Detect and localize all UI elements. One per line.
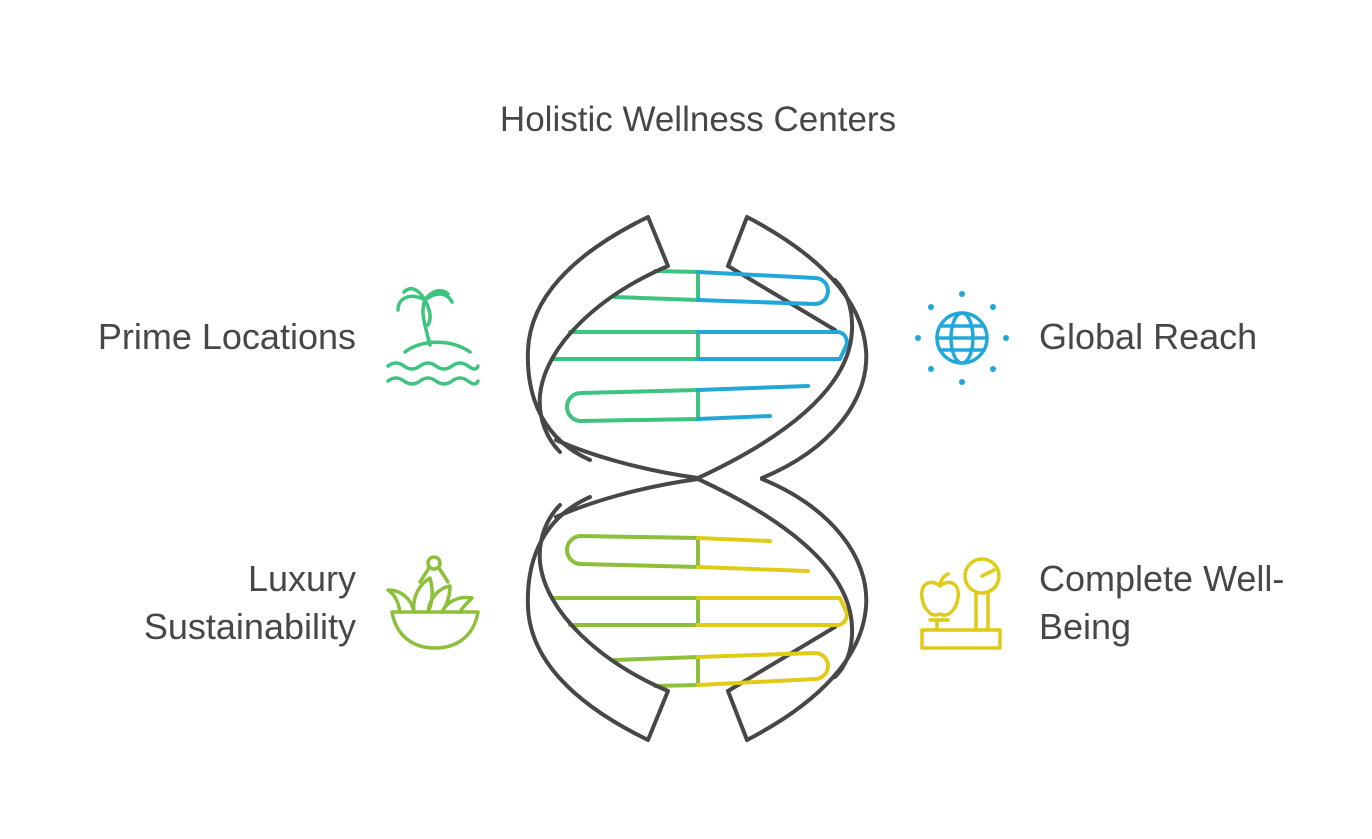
strand-back — [554, 438, 700, 480]
strand-outer-right — [726, 215, 869, 480]
rungs — [550, 269, 849, 423]
globe-icon — [915, 291, 1009, 385]
label-line: Being — [1039, 606, 1132, 647]
label-line: Complete Well- — [1039, 558, 1285, 599]
plant-bowl-icon — [386, 555, 480, 650]
diagram-title: Holistic Wellness Centers — [499, 100, 897, 139]
label-line: Luxury — [247, 558, 356, 599]
label-global-reach: Global Reach — [1039, 316, 1258, 357]
label-line: Sustainability — [143, 606, 356, 647]
scale-apple-icon — [920, 557, 1002, 650]
label-complete-well-being: Complete Well- Being — [1039, 555, 1284, 651]
label-luxury-sustainability: Luxury Sustainability — [144, 555, 356, 651]
dna-top-half — [525, 215, 869, 480]
strand-front — [696, 278, 855, 480]
palm-island-icon — [386, 286, 480, 386]
label-prime-locations: Prime Locations — [97, 316, 356, 357]
strand-back — [726, 264, 837, 332]
dna-bottom-half — [525, 477, 869, 742]
strand-outer-left — [525, 215, 670, 462]
